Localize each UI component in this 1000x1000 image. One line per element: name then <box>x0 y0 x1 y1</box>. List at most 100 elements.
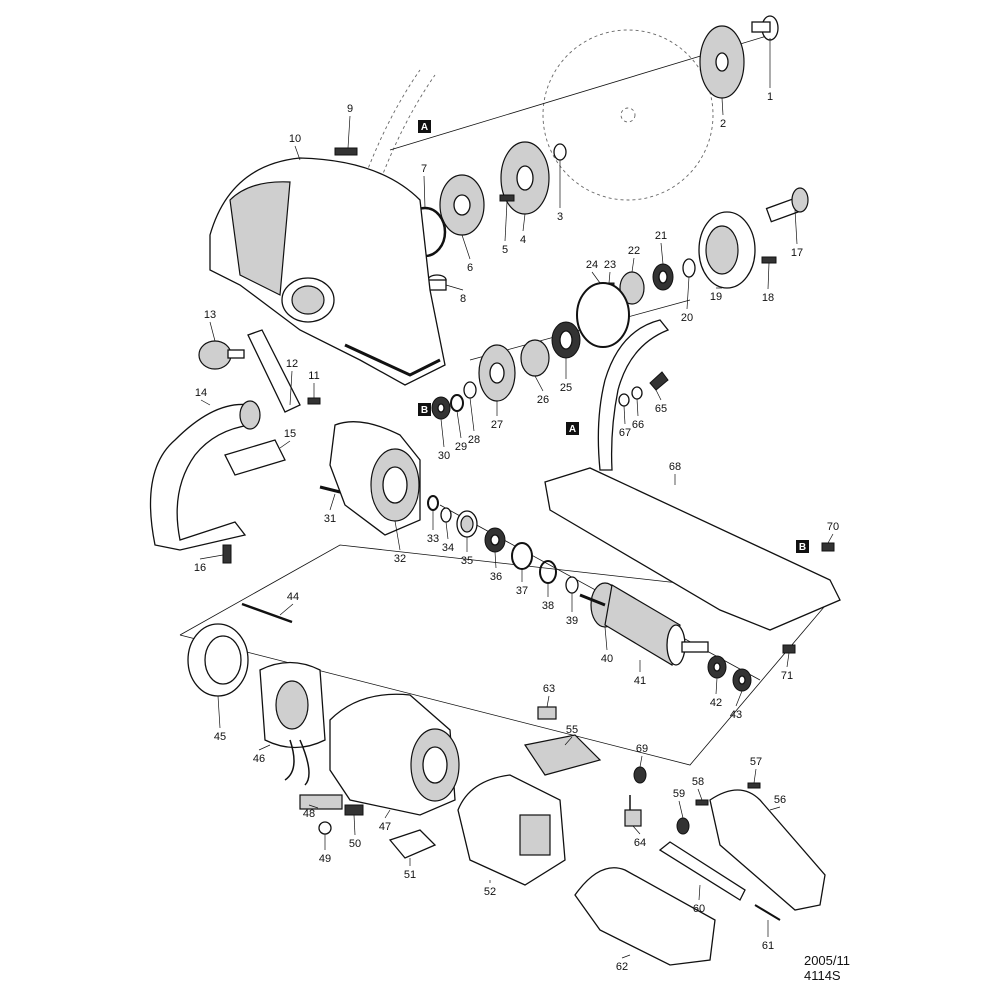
leader-line-50 <box>353 814 356 836</box>
leader-line-20 <box>686 276 690 310</box>
leader-line-26 <box>534 375 544 392</box>
part-35-sleeve <box>456 510 478 538</box>
leader-line-13 <box>209 321 216 342</box>
part-label-16: 16 <box>194 562 206 574</box>
part-label-56: 56 <box>774 794 786 806</box>
part-14-handle <box>149 400 261 551</box>
part-57-screw <box>747 782 761 789</box>
part-label-3: 3 <box>557 211 563 223</box>
part-label-4: 4 <box>520 234 526 246</box>
leader-line-34 <box>445 521 449 540</box>
section-marker-b-2: B <box>796 540 809 553</box>
part-label-63: 63 <box>543 683 555 695</box>
section-marker-a-2: A <box>566 422 579 435</box>
part-42-bearing <box>707 655 727 679</box>
part-29-retaining-ring <box>450 394 464 412</box>
part-46-field <box>259 661 326 786</box>
part-label-33: 33 <box>427 533 439 545</box>
part-label-69: 69 <box>636 743 648 755</box>
part-11-screw <box>307 397 321 405</box>
leader-line-17 <box>794 209 798 245</box>
part-label-6: 6 <box>467 262 473 274</box>
part-label-49: 49 <box>319 853 331 865</box>
part-26-pinion <box>520 339 550 377</box>
part-label-37: 37 <box>516 585 528 597</box>
part-label-40: 40 <box>601 653 613 665</box>
svg-text:A: A <box>569 424 576 435</box>
part-24-o-ring <box>576 282 630 348</box>
leader-line-63 <box>546 695 550 708</box>
part-30-bearing <box>431 396 451 420</box>
part-5-bolt <box>499 194 515 202</box>
part-61-cord <box>754 904 781 921</box>
leader-line-58 <box>697 788 703 801</box>
part-66-washer <box>631 386 643 400</box>
part-label-51: 51 <box>404 869 416 881</box>
leader-line-7 <box>423 175 426 209</box>
part-label-38: 38 <box>542 600 554 612</box>
part-label-55: 55 <box>566 724 578 736</box>
part-label-2: 2 <box>720 118 726 130</box>
footer-block: 2005/11 4114S <box>804 953 850 983</box>
part-callouts: 1234567891011121314151617181920212223242… <box>194 38 839 973</box>
part-label-58: 58 <box>692 776 704 788</box>
part-2-outer-flange <box>699 25 745 99</box>
leader-line-67 <box>623 405 626 425</box>
part-label-71: 71 <box>781 670 793 682</box>
part-68-base <box>544 319 841 631</box>
leader-line-9 <box>347 115 351 149</box>
part-49-cap <box>318 821 332 835</box>
part-label-60: 60 <box>693 903 705 915</box>
part-63-part <box>537 706 557 720</box>
part-label-64: 64 <box>634 837 646 849</box>
part-label-50: 50 <box>349 838 361 850</box>
leader-line-10 <box>294 145 301 161</box>
leader-line-71 <box>786 652 790 668</box>
part-59-nut <box>676 817 690 835</box>
part-64-terminal <box>624 795 642 827</box>
assembly-axis-lines <box>179 34 831 766</box>
belt-guide-dashes <box>359 69 436 196</box>
leader-line-21 <box>660 242 664 265</box>
part-10-wheel-guard <box>209 157 446 386</box>
part-label-65: 65 <box>655 403 667 415</box>
leader-line-23 <box>608 271 611 284</box>
part-label-22: 22 <box>628 245 640 257</box>
part-19-bearing-box <box>698 211 756 289</box>
part-label-59: 59 <box>673 788 685 800</box>
part-20-ring <box>682 258 696 278</box>
part-label-44: 44 <box>287 591 299 603</box>
section-marker-b-1: B <box>418 403 431 416</box>
part-8-knob <box>427 274 447 291</box>
leader-line-69 <box>639 755 643 768</box>
part-65-wing-bolt <box>649 371 669 391</box>
part-label-45: 45 <box>214 731 226 743</box>
part-label-57: 57 <box>750 756 762 768</box>
part-label-61: 61 <box>762 940 774 952</box>
part-label-43: 43 <box>730 709 742 721</box>
leader-line-42 <box>715 677 718 695</box>
leader-line-14 <box>200 399 211 406</box>
part-label-11: 11 <box>308 370 319 382</box>
part-label-17: 17 <box>791 247 803 259</box>
leader-line-47 <box>384 809 391 819</box>
leader-line-32 <box>394 520 401 551</box>
part-label-36: 36 <box>490 571 502 583</box>
part-45-baffle-ring <box>187 623 249 697</box>
leader-line-30 <box>440 418 445 448</box>
part-55-switch <box>524 734 602 776</box>
part-label-35: 35 <box>461 555 473 567</box>
part-25-bearing <box>551 321 581 359</box>
part-label-15: 15 <box>284 428 296 440</box>
leader-line-28 <box>469 397 475 432</box>
leader-line-4 <box>522 213 526 232</box>
leader-line-59 <box>678 800 684 819</box>
part-58-screw <box>695 799 709 806</box>
part-label-5: 5 <box>502 244 508 256</box>
part-56-handle-half <box>709 789 826 911</box>
leader-line-22 <box>631 257 635 273</box>
part-label-30: 30 <box>438 450 450 462</box>
part-label-18: 18 <box>762 292 774 304</box>
svg-text:B: B <box>799 542 806 553</box>
